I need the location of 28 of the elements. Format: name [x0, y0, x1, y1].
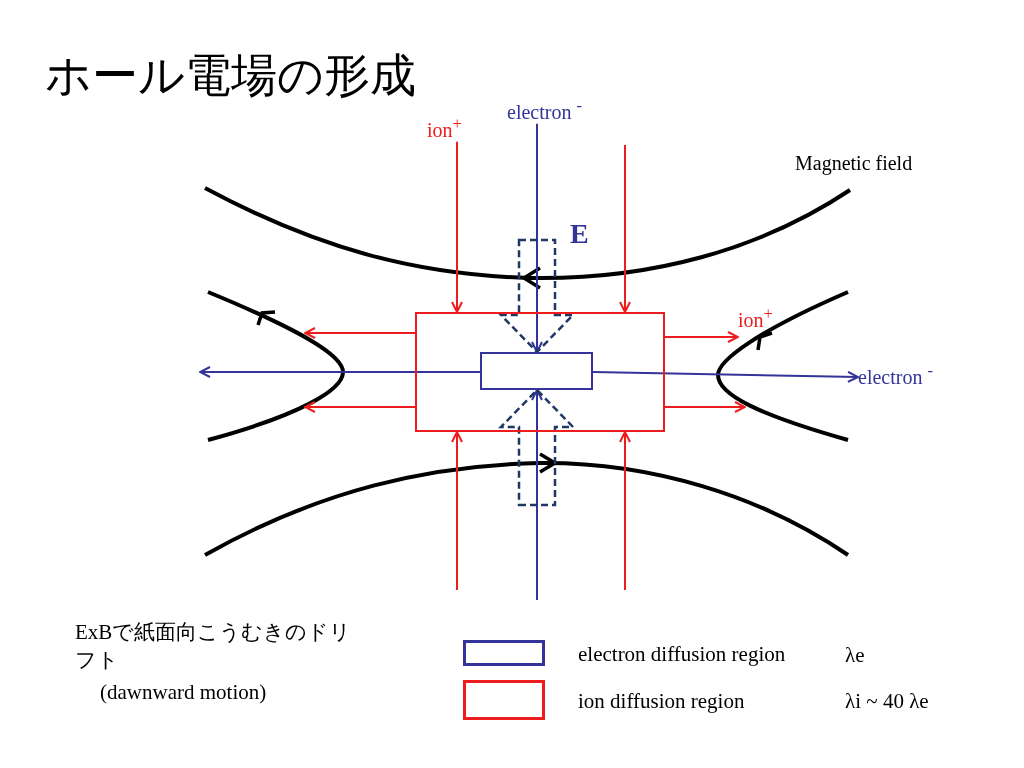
scale-label: λe [845, 643, 865, 668]
drift-note: (dawnward motion) [100, 680, 267, 705]
arrow [304, 401, 416, 413]
drift-note: ExBで紙面向こうむきのドリフト [75, 619, 353, 674]
arrow [304, 327, 416, 339]
title: ホール電場の形成 [45, 49, 416, 103]
field-symbol: E [570, 218, 589, 250]
arrow [592, 370, 859, 383]
legend-label: electron diffusion region [578, 642, 786, 667]
electron-diffusion-region-box [480, 352, 593, 390]
arrow [531, 122, 543, 353]
arrow [619, 431, 631, 591]
scale-label: λi ~ 40 λe [845, 689, 929, 714]
arrow [619, 144, 631, 313]
arrow [199, 366, 481, 378]
arrow [451, 140, 463, 313]
particle-label: ion$^{+}$ [427, 114, 462, 142]
arrow [451, 431, 463, 591]
ion-diffusion-region-box [415, 312, 665, 432]
particle-label: electron $^{-}$ [858, 361, 933, 389]
legend-label: ion diffusion region [578, 689, 745, 714]
arrow [664, 331, 739, 343]
particle-label: ion$^{+}$ [738, 304, 773, 332]
particle-label: electron $^{-}$ [507, 96, 582, 124]
arrow [531, 389, 543, 601]
field-label: Magnetic field [795, 152, 913, 175]
hollow-arrow [498, 388, 576, 507]
arrow [664, 401, 746, 413]
